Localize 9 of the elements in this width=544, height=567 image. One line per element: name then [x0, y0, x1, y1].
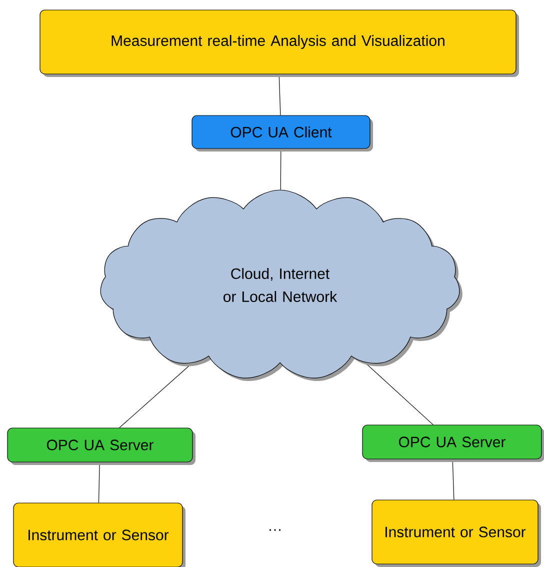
connector-line: [364, 362, 434, 426]
server-box: OPC UA Server: [7, 428, 196, 465]
device-box: Instrument or Sensor: [372, 500, 541, 567]
ellipsis-label: …: [270, 529, 280, 531]
network-cloud: Cloud, Internet or Local Network: [100, 190, 462, 382]
device-box: Instrument or Sensor: [13, 502, 186, 567]
server-box: OPC UA Server: [362, 424, 544, 462]
client-box: OPC UA Client: [192, 115, 373, 152]
application-box: Measurement real-time Analysis and Visualization: [40, 10, 519, 77]
